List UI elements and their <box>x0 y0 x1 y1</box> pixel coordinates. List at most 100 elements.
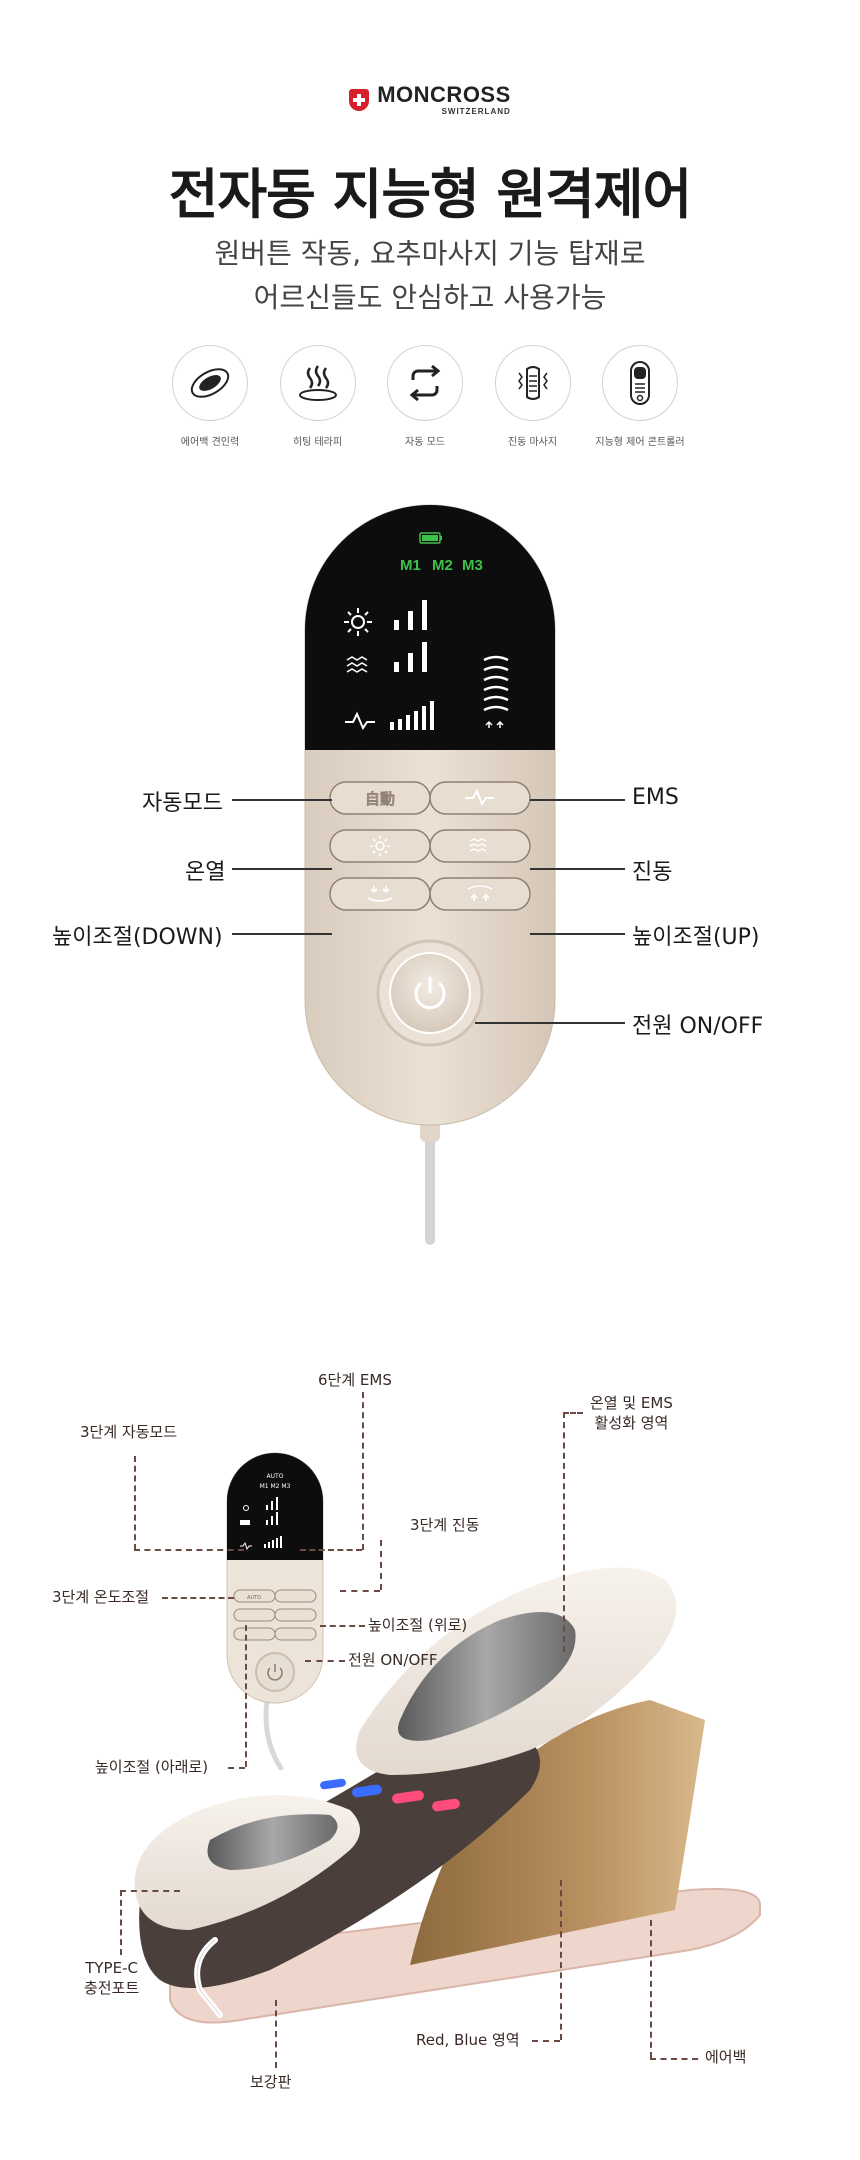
leader-dashed <box>120 1890 180 1892</box>
leader-dashed <box>305 1660 345 1662</box>
power-icon <box>414 976 446 1010</box>
controller-icon <box>630 361 650 405</box>
leader-line <box>530 868 625 870</box>
leader-dashed <box>320 1625 365 1627</box>
feature-controller: 지능형 제어 콘트롤러 <box>595 345 685 448</box>
leader-dashed <box>563 1412 583 1414</box>
heat-level-icon <box>344 608 372 636</box>
leader-dashed <box>650 2058 698 2060</box>
massage-device-illustration <box>134 1567 761 2024</box>
auto-mode-button[interactable]: 自動 <box>329 781 431 815</box>
subtitle-line-2: 어르신들도 안심하고 사용가능 <box>253 281 607 314</box>
small-remote-modes: M1 M2 M3 <box>260 1483 291 1490</box>
vibration-icon <box>517 366 548 400</box>
mode-m2: M2 <box>432 557 453 574</box>
feature-vibration: 진동 마사지 <box>488 345 578 448</box>
ann-power: 전원 ON/OFF <box>348 1651 438 1669</box>
brand-name: MONCROSS <box>377 82 511 107</box>
sun-icon <box>370 836 390 856</box>
ems-button[interactable] <box>429 781 531 815</box>
feature-auto: 자동 모드 <box>380 345 470 448</box>
page-title: 전자동 지능형 원격제어 <box>168 163 692 226</box>
ann-height-up: 높이조절 (위로) <box>368 1616 468 1634</box>
leader-dashed <box>245 1625 247 1767</box>
feature-label: 자동 모드 <box>405 437 445 448</box>
heat-icon <box>298 365 337 401</box>
feature-label: 진동 마사지 <box>507 437 558 448</box>
ann-height-down: 높이조절 (아래로) <box>95 1758 209 1776</box>
heat-button[interactable] <box>329 829 431 863</box>
feature-heat: 히팅 테라피 <box>273 345 363 448</box>
ann-heat-ems-line2: 활성화 영역 <box>594 1414 669 1433</box>
ann-plate: 보강판 <box>250 2073 292 2091</box>
leader-dashed <box>120 1890 122 1955</box>
ann-temp3: 3단계 온도조절 <box>52 1588 150 1606</box>
ann-typec-line1: TYPE-C <box>85 1959 138 1977</box>
leader-dashed <box>362 1392 364 1550</box>
ann-vib3: 3단계 진동 <box>410 1516 480 1534</box>
height-up-button[interactable] <box>429 877 531 911</box>
ann-redblue: Red, Blue 영역 <box>416 2031 520 2049</box>
feature-list: 에어백 견인력 히팅 테라피 자동 모드 <box>165 345 685 448</box>
leader-dashed <box>560 1880 562 2040</box>
leader-dashed <box>134 1549 244 1551</box>
label-auto-mode: 자동모드 <box>142 791 223 816</box>
leader-line <box>232 933 332 935</box>
label-height-down: 높이조절(DOWN) <box>52 925 223 950</box>
auto-button-label: 自動 <box>365 790 395 808</box>
label-vibration: 진동 <box>632 860 673 885</box>
feature-label: 에어백 견인력 <box>180 437 240 448</box>
small-remote: AUTO M1 M2 M3 AUTO <box>226 1452 324 1770</box>
brand-logo: MONCROSS SWITZERLAND <box>0 84 860 116</box>
leader-dashed <box>300 1549 362 1551</box>
label-heat: 온열 <box>185 860 226 885</box>
leader-line <box>530 799 625 801</box>
red-blue-lights <box>320 1778 460 1812</box>
leader-dashed <box>162 1597 234 1599</box>
small-remote-mode: AUTO <box>267 1473 284 1480</box>
leader-dashed <box>275 2000 277 2068</box>
leader-dashed <box>340 1590 380 1592</box>
ann-typec-line2: 충전포트 <box>84 1979 140 1998</box>
label-height-up: 높이조절(UP) <box>632 925 760 950</box>
feature-airbag: 에어백 견인력 <box>165 345 255 448</box>
feature-label: 히팅 테라피 <box>292 437 343 448</box>
auto-cycle-icon <box>409 364 441 402</box>
vibration-level-icon <box>346 656 368 673</box>
ems-level-bars <box>390 701 434 730</box>
power-button[interactable] <box>376 939 484 1047</box>
ann-auto3: 3단계 자동모드 <box>80 1423 178 1441</box>
swiss-cross-icon <box>349 89 370 111</box>
airbag-icon <box>190 368 230 398</box>
label-power: 전원 ON/OFF <box>632 1014 764 1039</box>
label-ems: EMS <box>632 785 679 810</box>
height-down-button[interactable] <box>329 877 431 911</box>
leader-line <box>232 799 332 801</box>
leader-dashed <box>532 2040 560 2042</box>
leader-dashed <box>228 1767 245 1769</box>
mode-m3: M3 <box>462 557 483 574</box>
leader-dashed <box>380 1540 382 1590</box>
ann-heat-ems-area: 온열 및 EMS 활성화 영역 <box>590 1393 673 1434</box>
vibration-level-bars <box>394 642 427 672</box>
leader-dashed <box>563 1412 565 1652</box>
leader-dashed <box>134 1456 136 1550</box>
remote-controller: M1 M2 M3 自動 <box>304 504 556 1245</box>
ems-icon <box>465 788 494 807</box>
small-remote-auto-label: AUTO <box>247 1595 261 1601</box>
brand-sub: SWITZERLAND <box>441 107 511 116</box>
ann-heat-ems-line1: 온열 및 EMS <box>590 1394 673 1412</box>
height-up-icon <box>467 885 493 901</box>
lumbar-icon <box>483 655 509 712</box>
heat-level-bars <box>394 600 427 630</box>
leader-line <box>475 1022 625 1024</box>
leader-dashed <box>650 1920 652 2058</box>
leader-line <box>530 933 625 935</box>
airbag <box>410 1700 705 1965</box>
height-down-icon <box>367 886 393 902</box>
leader-line <box>232 868 332 870</box>
ann-airbag: 에어백 <box>705 2048 747 2066</box>
vibration-button[interactable] <box>429 829 531 863</box>
vibration-icon <box>469 838 487 852</box>
mode-m1: M1 <box>400 557 421 574</box>
